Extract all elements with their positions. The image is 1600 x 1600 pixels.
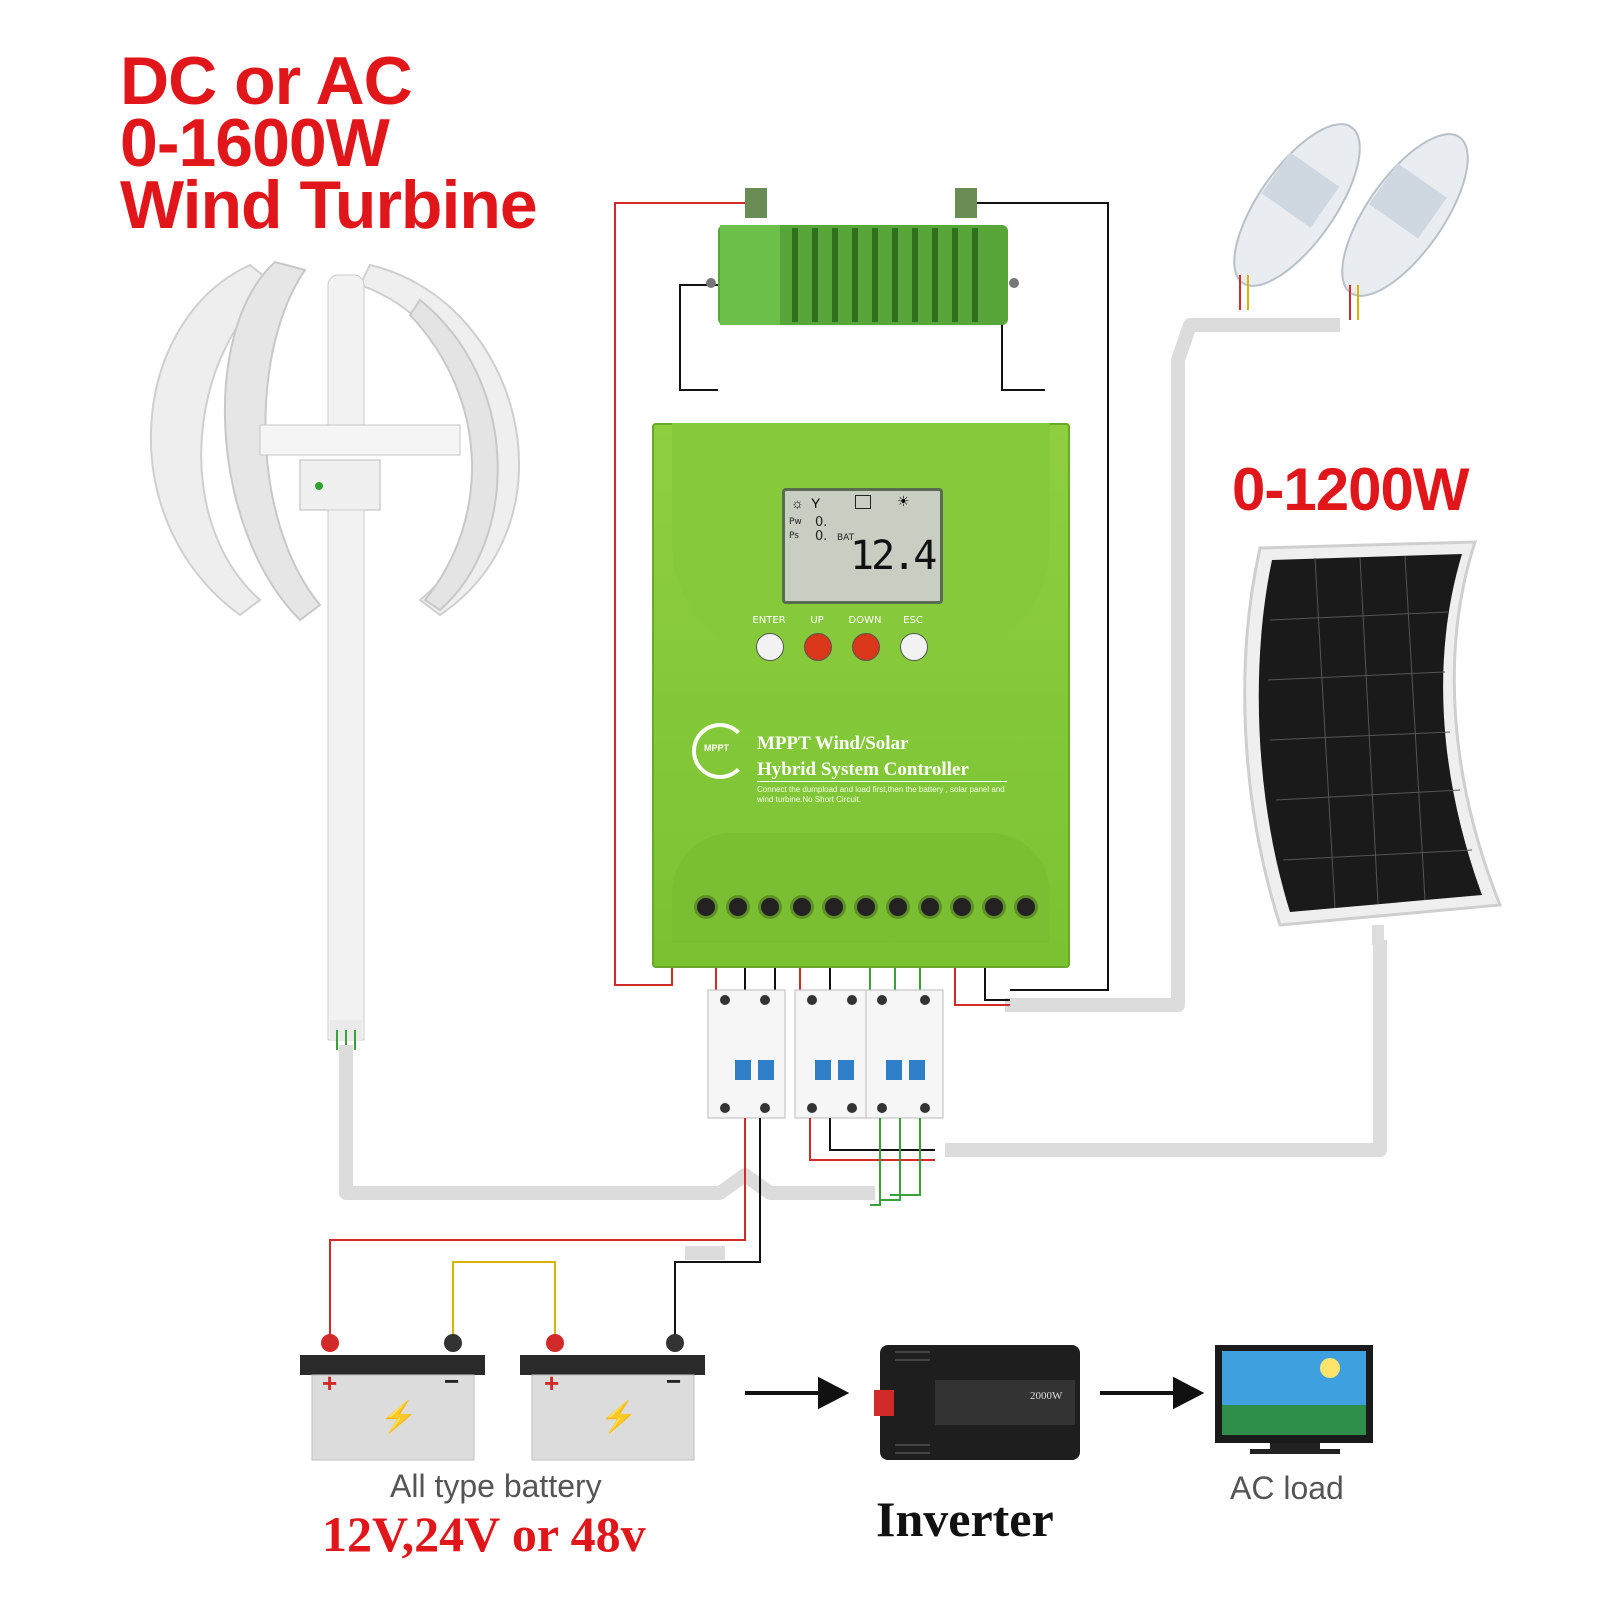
up-button-label: UP: [810, 615, 824, 626]
terminal-8: [918, 895, 942, 919]
battery-illustrations: [300, 1334, 705, 1461]
sun-icon: ☼: [791, 495, 804, 511]
wind-title-line-3: Wind Turbine: [120, 167, 538, 243]
controller-wiring-note: Connect the dumpload and load first,then…: [757, 785, 1005, 804]
controller-breaker-wires: [715, 965, 1010, 1006]
terminal-3: [758, 895, 782, 919]
down-button-label: DOWN: [848, 615, 882, 626]
battery-2-bolt-icon: ⚡: [600, 1401, 638, 1434]
battery-icon: [855, 495, 871, 509]
wind-title-line-1: DC or AC: [120, 43, 413, 119]
inverter-illustration: [874, 1345, 1080, 1460]
battery-caption: All type battery: [390, 1468, 602, 1504]
lcd-ps-label: Ps: [789, 531, 799, 541]
circuit-breakers: [707, 989, 944, 1119]
hybrid-controller: ☼ Y ☀ Pw 0. Ps 0. BAT 12.4 ENTER UP DOWN…: [652, 423, 1070, 968]
dumpload-resistor: [706, 188, 1019, 325]
esc-button[interactable]: [900, 633, 928, 661]
down-button[interactable]: [852, 633, 880, 661]
inverter-rating: 2000W: [1030, 1390, 1063, 1402]
terminal-2: [726, 895, 750, 919]
flow-arrows: [745, 1376, 1205, 1410]
wind-turbine-title: DC or AC 0-1600W Wind Turbine: [120, 43, 538, 243]
terminal-10: [982, 895, 1006, 919]
ac-load-caption: AC load: [1230, 1470, 1344, 1506]
terminal-7: [886, 895, 910, 919]
lcd-bat-label: BAT: [837, 533, 855, 543]
controller-lcd: ☼ Y ☀ Pw 0. Ps 0. BAT 12.4: [782, 488, 943, 604]
lcd-pw-value: 0.: [815, 515, 828, 530]
gray-cables: [339, 318, 1387, 1260]
terminal-4: [790, 895, 814, 919]
breaker-output-wires: [329, 1118, 935, 1335]
brand-underline: [757, 781, 1007, 782]
battery-1-plus: +: [322, 1368, 338, 1398]
tv-illustration: [1215, 1345, 1373, 1454]
lcd-ps-value: 0.: [815, 529, 828, 544]
terminal-1: [694, 895, 718, 919]
controller-brand-line-2: Hybrid System Controller: [757, 759, 969, 780]
battery-2-plus: +: [544, 1368, 560, 1398]
terminal-11: [1014, 895, 1038, 919]
wind-turbine-illustration: [149, 260, 520, 1050]
battery-2-minus: −: [666, 1366, 682, 1396]
enter-button[interactable]: [756, 633, 784, 661]
inverter-caption: Inverter: [876, 1491, 1054, 1547]
bulb-icon: ☀: [897, 493, 910, 509]
battery-1-minus: −: [444, 1366, 460, 1396]
solar-panel-illustration: [1243, 540, 1503, 945]
esc-button-label: ESC: [903, 615, 923, 626]
terminal-strip: [672, 833, 1050, 943]
lcd-pw-label: Pw: [789, 517, 802, 527]
mppt-logo-text: MPPT: [704, 743, 730, 753]
lcd-voltage-value: 12.4: [850, 533, 937, 579]
terminal-5: [822, 895, 846, 919]
battery-1-bolt-icon: ⚡: [380, 1401, 418, 1434]
solar-panel-title: 0-1200W: [1232, 456, 1469, 523]
up-button[interactable]: [804, 633, 832, 661]
enter-button-label: ENTER: [752, 615, 786, 626]
controller-brand-line-1: MPPT Wind/Solar: [757, 733, 909, 754]
battery-voltage-caption: 12V,24V or 48v: [322, 1506, 646, 1562]
terminal-6: [854, 895, 878, 919]
terminal-9: [950, 895, 974, 919]
mppt-logo: [692, 723, 748, 779]
wind-icon: Y: [811, 495, 821, 511]
wind-title-line-2: 0-1600W: [120, 105, 390, 181]
streetlights: [1233, 123, 1469, 320]
